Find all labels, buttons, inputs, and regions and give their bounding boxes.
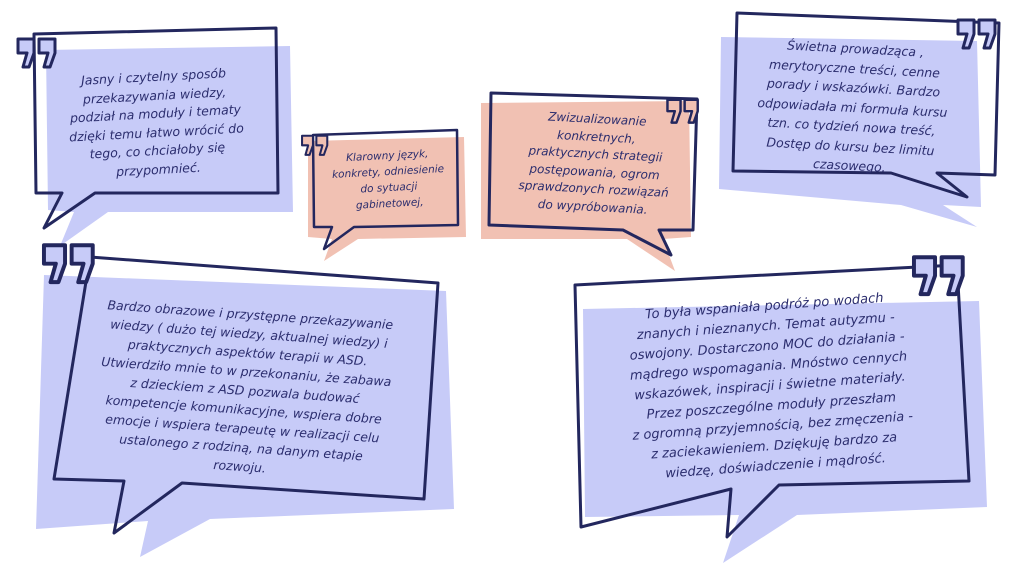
testimonial-bubble-2: Klarowny język, konkrety, odniesienie do… bbox=[296, 125, 476, 265]
testimonial-text: Klarowny język, konkrety, odniesienie do… bbox=[331, 147, 445, 212]
testimonial-bubble-1: Jasny i czytelny sposób przekazywania wi… bbox=[0, 0, 300, 250]
testimonial-bubble-5: Bardzo obrazowe i przystępne przekazywan… bbox=[30, 235, 460, 565]
speech-bubble-shape bbox=[36, 255, 454, 557]
testimonial-text: Bardzo obrazowe i przystępne przekazywan… bbox=[100, 297, 394, 476]
speech-bubble-shape bbox=[481, 91, 699, 271]
quote-icon bbox=[41, 243, 95, 285]
quote-icon bbox=[301, 134, 329, 156]
testimonial-text: Zwizualizowanie konkretnych, praktycznyc… bbox=[518, 109, 670, 217]
quote-icon bbox=[16, 37, 57, 69]
testimonial-text: Jasny i czytelny sposób przekazywania wi… bbox=[68, 65, 245, 179]
speech-bubble-shape bbox=[32, 26, 293, 246]
speech-bubble-shape bbox=[719, 11, 1001, 227]
speech-bubble-shape bbox=[573, 263, 987, 563]
quote-icon bbox=[666, 98, 699, 124]
speech-bubble-shape bbox=[308, 128, 466, 261]
testimonial-bubble-4: Świetna prowadząca , merytoryczne treści… bbox=[715, 5, 1020, 230]
testimonial-bubble-3: Zwizualizowanie konkretnych, praktycznyc… bbox=[475, 85, 715, 275]
quote-icon bbox=[956, 18, 997, 50]
testimonial-text: To była wspaniała podróż po wodach znany… bbox=[629, 290, 914, 482]
testimonial-text: Świetna prowadząca , merytoryczne treści… bbox=[757, 37, 948, 175]
testimonial-bubble-6: To była wspaniała podróż po wodach znany… bbox=[555, 245, 1015, 570]
quote-icon bbox=[911, 255, 965, 297]
